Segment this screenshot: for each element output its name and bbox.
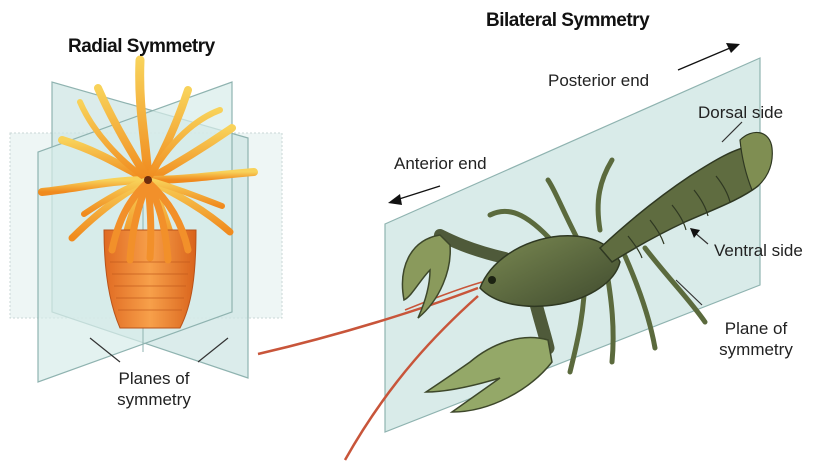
planes-label-line1: Planes of	[98, 368, 210, 389]
radial-symmetry-title: Radial Symmetry	[68, 36, 215, 58]
posterior-arrow	[678, 43, 740, 70]
bilateral-symmetry-figure	[258, 43, 772, 460]
anterior-arrow	[388, 186, 440, 205]
plane-label-line1: Plane of	[700, 318, 812, 339]
radial-symmetry-figure	[10, 60, 282, 382]
planes-label-line2: symmetry	[98, 389, 210, 410]
dorsal-side-label: Dorsal side	[698, 102, 783, 123]
ventral-side-label: Ventral side	[714, 240, 803, 261]
plane-of-symmetry-label: Plane of symmetry	[700, 318, 812, 360]
posterior-end-label: Posterior end	[548, 70, 649, 91]
bilateral-symmetry-title: Bilateral Symmetry	[486, 10, 649, 32]
planes-of-symmetry-label: Planes of symmetry	[98, 368, 210, 410]
plane-label-line2: symmetry	[700, 339, 812, 360]
anterior-end-label: Anterior end	[394, 153, 487, 174]
